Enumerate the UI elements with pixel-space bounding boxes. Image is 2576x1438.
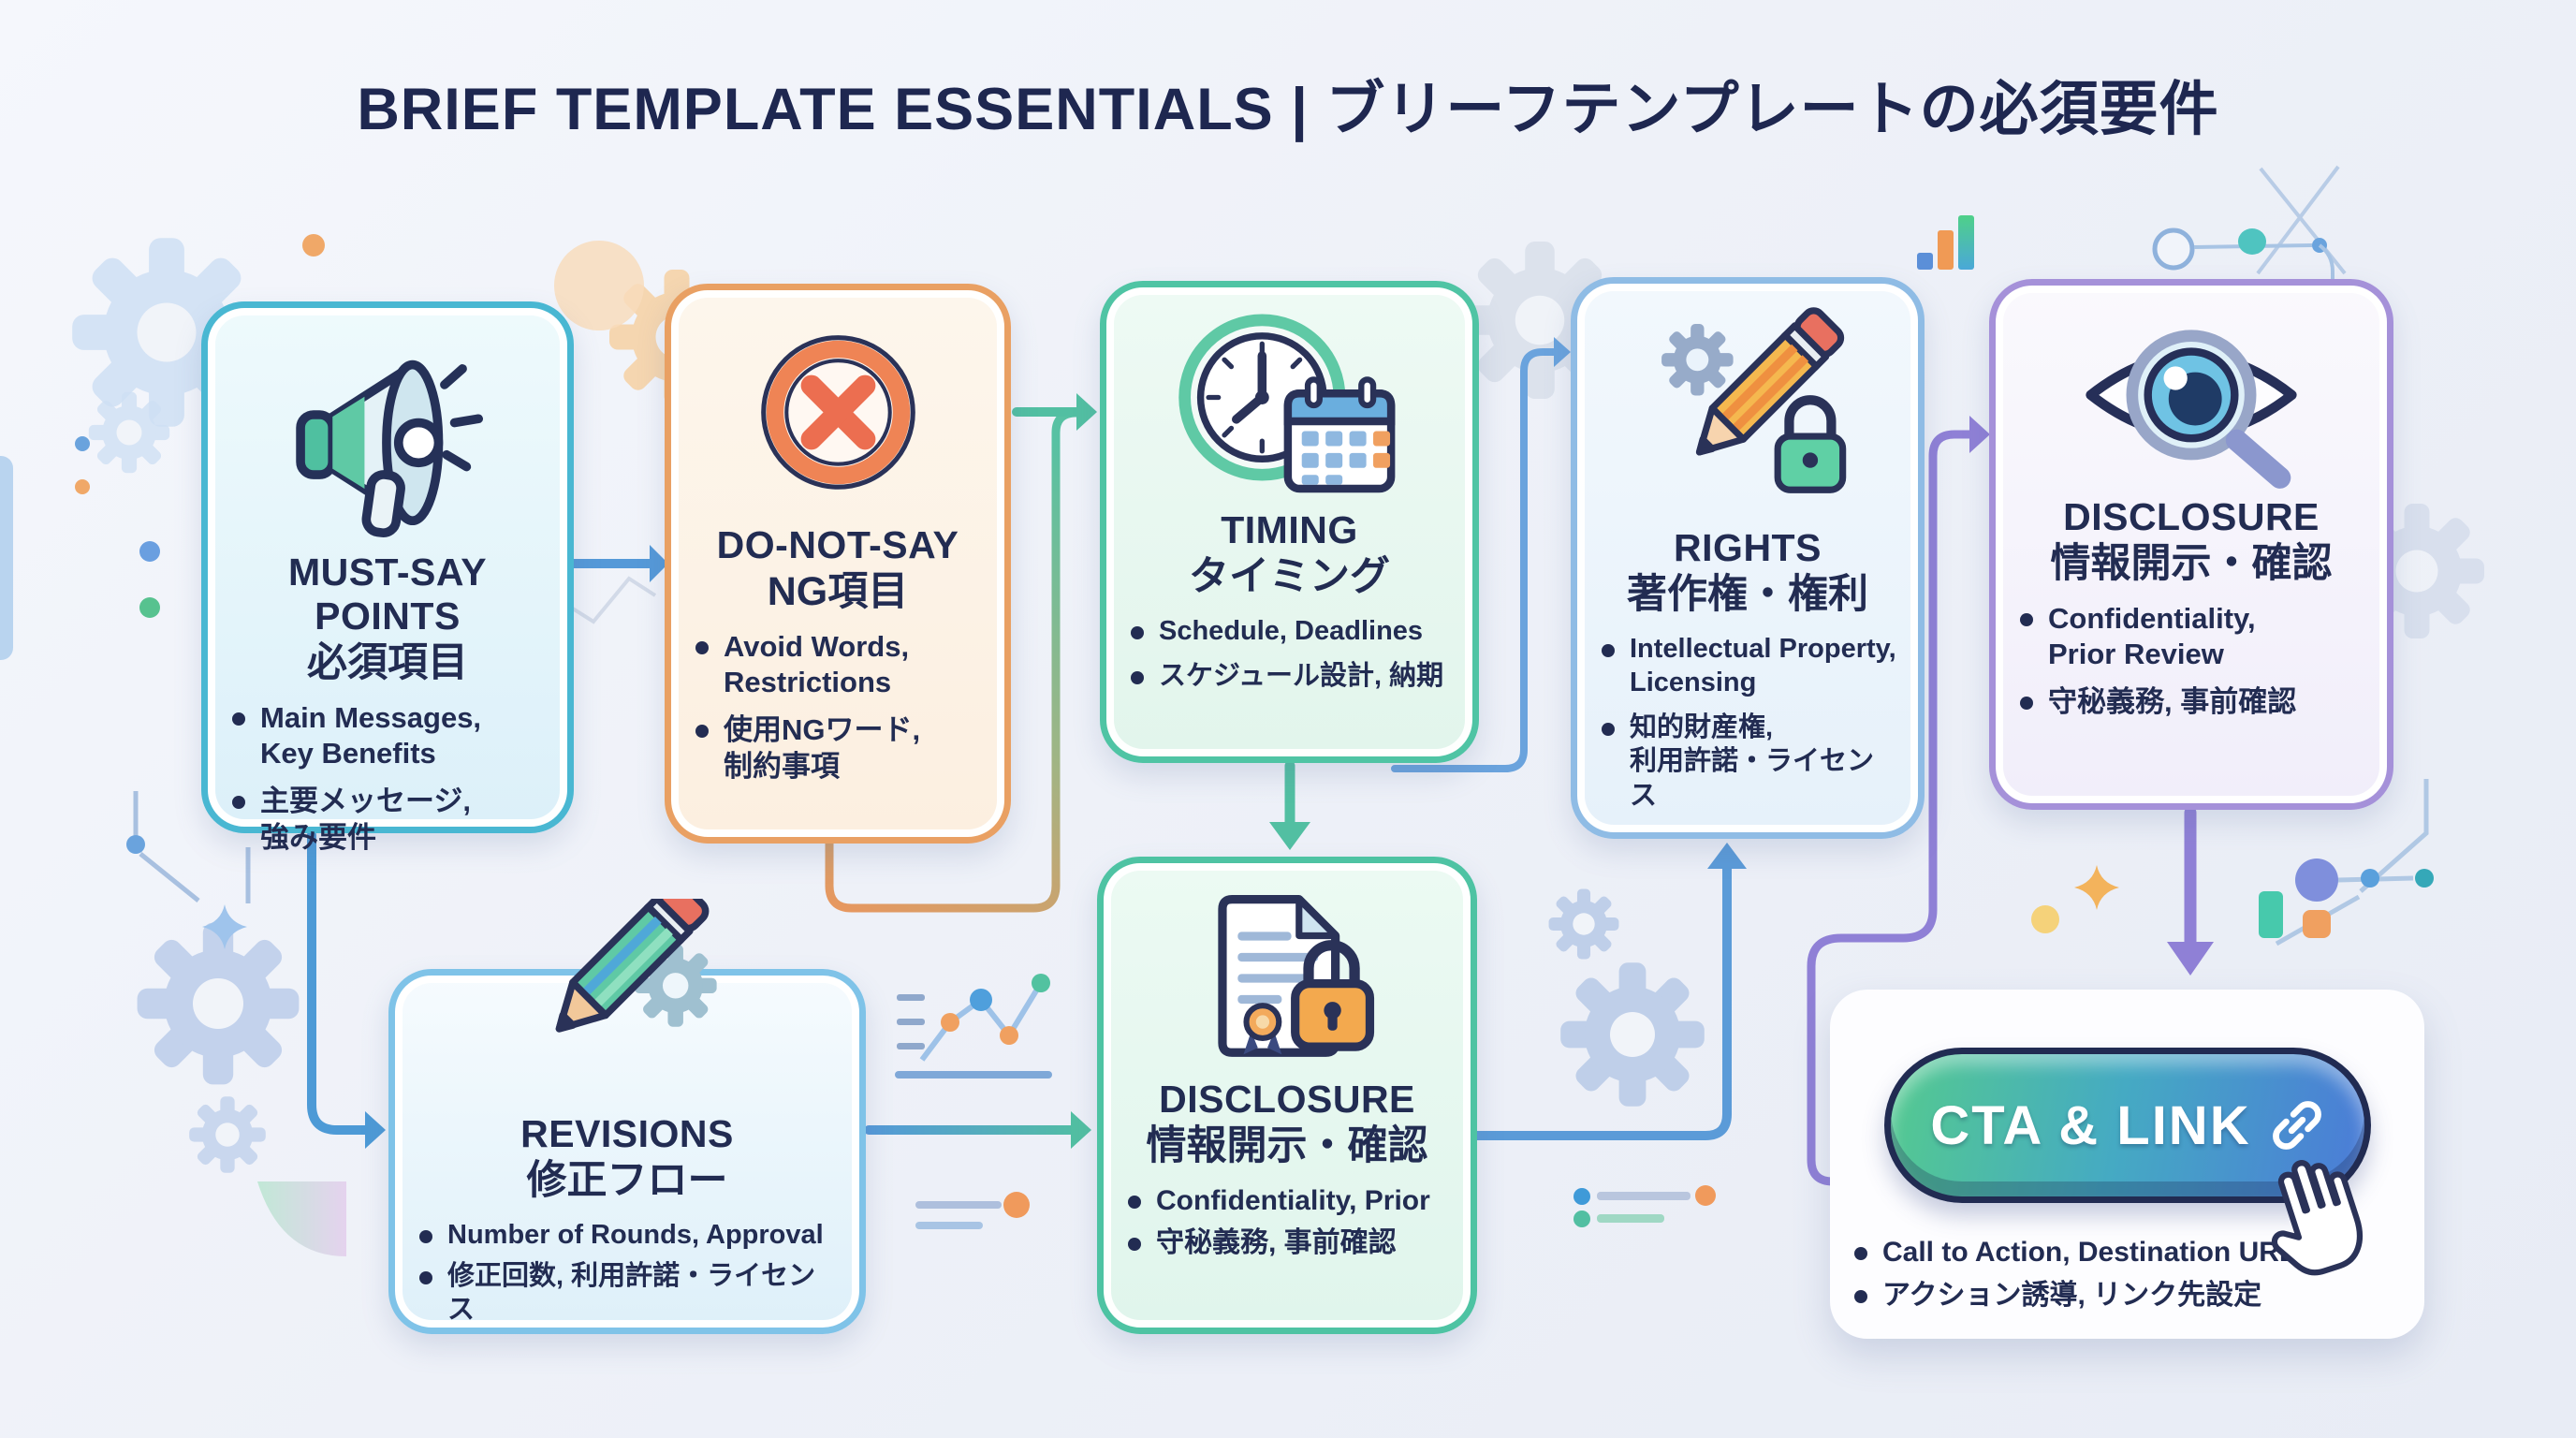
quarter-disc-decoration [257, 1181, 346, 1256]
card-disclosure-doc: DISCLOSURE 情報開示・確認 Confidentiality, Prio… [1097, 857, 1477, 1334]
card-heading-en: TIMING [1221, 508, 1358, 551]
card-bullets: Confidentiality, Prior Review 守秘義務, 事前確認 [2014, 601, 2296, 732]
decorative-dot [139, 597, 160, 618]
card-bullets: Avoid Words, Restrictions 使用NGワード, 制約事項 [690, 629, 920, 797]
card-heading-en: DISCLOSURE [1159, 1078, 1415, 1121]
decorative-dot [554, 241, 644, 330]
gear-icon [189, 1096, 266, 1173]
sparkle-icon [2074, 865, 2119, 910]
prohibited-icon [733, 309, 944, 520]
card-bullets: Call to Action, Destination URL アクション誘導,… [1849, 1235, 2296, 1320]
bullet-item: 使用NGワード, 制約事項 [690, 712, 920, 785]
card-disclosure-review: DISCLOSURE 情報開示・確認 Confidentiality, Prio… [1989, 279, 2393, 810]
bullet-item: 修正回数, 利用許諾・ライセンス [414, 1259, 841, 1328]
card-heading-jp: 修正フロー [526, 1158, 728, 1204]
decorative-dot [302, 234, 325, 257]
gear-icon [1560, 962, 1705, 1107]
bullet-item: Main Messages, Key Benefits [227, 700, 481, 773]
card-heading-en: REVISIONS [520, 1112, 734, 1155]
page-title: BRIEF TEMPLATE ESSENTIALS | ブリーフテンプレートの必… [357, 77, 2219, 142]
gear-icon [88, 391, 170, 474]
gear-icon [137, 922, 300, 1085]
card-bullets: Schedule, Deadlines スケジュール設計, 納期 [1125, 614, 1443, 705]
bullet-item: Call to Action, Destination URL [1849, 1235, 2296, 1270]
card-must-say-points: MUST-SAY POINTS 必須項目 Main Messages, Key … [201, 301, 574, 854]
card-rights: RIGHTS 著作権・権利 Intellectual Property, Lic… [1571, 277, 1925, 839]
decorative-dot [139, 541, 160, 562]
decorative-bar [0, 456, 13, 660]
pencil-gear-icon [496, 899, 758, 1091]
bar-chart-icon [1917, 215, 1974, 270]
decorative-dot [75, 436, 90, 451]
card-do-not-say: DO-NOT-SAY NG項目 Avoid Words, Restriction… [665, 284, 1011, 844]
bullet-item: Confidentiality, Prior [1122, 1183, 1430, 1219]
card-heading-jp: タイミング [1189, 554, 1390, 600]
bullet-item: Confidentiality, Prior Review [2014, 601, 2296, 674]
code-lines-decoration [915, 1185, 1939, 1229]
card-heading-en: DO-NOT-SAY [716, 523, 959, 566]
bullet-item: 知的財産権, 利用許諾・ライセンス [1596, 711, 1899, 813]
decorative-dot [2031, 905, 2059, 933]
cta-button[interactable]: CTA & LINK [1883, 1048, 2371, 1276]
card-heading-jp: 情報開示・確認 [2050, 541, 2333, 587]
flow-connectors [307, 337, 2214, 1186]
cta-button-label: CTA & LINK [1930, 1094, 2251, 1156]
card-bullets: Main Messages, Key Benefits 主要メッセージ, 強み要… [227, 700, 481, 868]
card-heading-jp: NG項目 [767, 569, 909, 615]
card-heading-en: MUST-SAY POINTS [287, 550, 488, 638]
bullet-item: アクション誘導, リンク先設定 [1849, 1278, 2296, 1313]
card-bullets: Number of Rounds, Approval 修正回数, 利用許諾・ライ… [414, 1218, 841, 1335]
bullet-item: 主要メッセージ, 強み要件 [227, 784, 481, 857]
eye-magnifier-icon [2071, 304, 2312, 492]
gear-pencil-lock-icon [1638, 302, 1858, 522]
bullet-item: 守秘義務, 事前確認 [2014, 684, 2296, 721]
cursor-hand-icon [2271, 1160, 2363, 1276]
bullet-item: Number of Rounds, Approval [414, 1218, 841, 1252]
bullet-item: 守秘義務, 事前確認 [1122, 1225, 1430, 1261]
circuit-decoration [133, 791, 251, 903]
card-heading-jp: 情報開示・確認 [1146, 1123, 1428, 1169]
card-revisions: REVISIONS 修正フロー Number of Rounds, Approv… [388, 899, 866, 1335]
clock-calendar-icon [1167, 306, 1412, 505]
bullet-item: Avoid Words, Restrictions [690, 629, 920, 702]
card-heading-en: DISCLOSURE [2063, 495, 2320, 538]
card-bullets: Intellectual Property, Licensing 知的財産権, … [1596, 632, 1899, 824]
bullet-item: Schedule, Deadlines [1125, 614, 1443, 648]
card-heading-jp: 必須項目 [307, 640, 468, 686]
card-heading-jp: 著作権・権利 [1627, 572, 1868, 618]
card-bullets: Confidentiality, Prior 守秘義務, 事前確認 [1122, 1183, 1430, 1269]
card-cta-link: CTA & LINK Call to Action, Destination U… [1830, 990, 2424, 1339]
bullet-item: スケジュール設計, 納期 [1125, 659, 1443, 693]
network-decoration [2259, 779, 2434, 946]
card-heading-en: RIGHTS [1674, 526, 1822, 569]
document-lock-icon [1182, 882, 1393, 1074]
gear-icon [1548, 888, 1619, 960]
bullet-item: Intellectual Property, Licensing [1596, 632, 1899, 700]
line-chart-decoration [895, 974, 1052, 1078]
decorative-dot [75, 479, 90, 494]
card-timing: TIMING タイミング Schedule, Deadlines スケジュール設… [1100, 281, 1479, 763]
link-icon [2272, 1101, 2321, 1150]
megaphone-icon [271, 327, 505, 547]
